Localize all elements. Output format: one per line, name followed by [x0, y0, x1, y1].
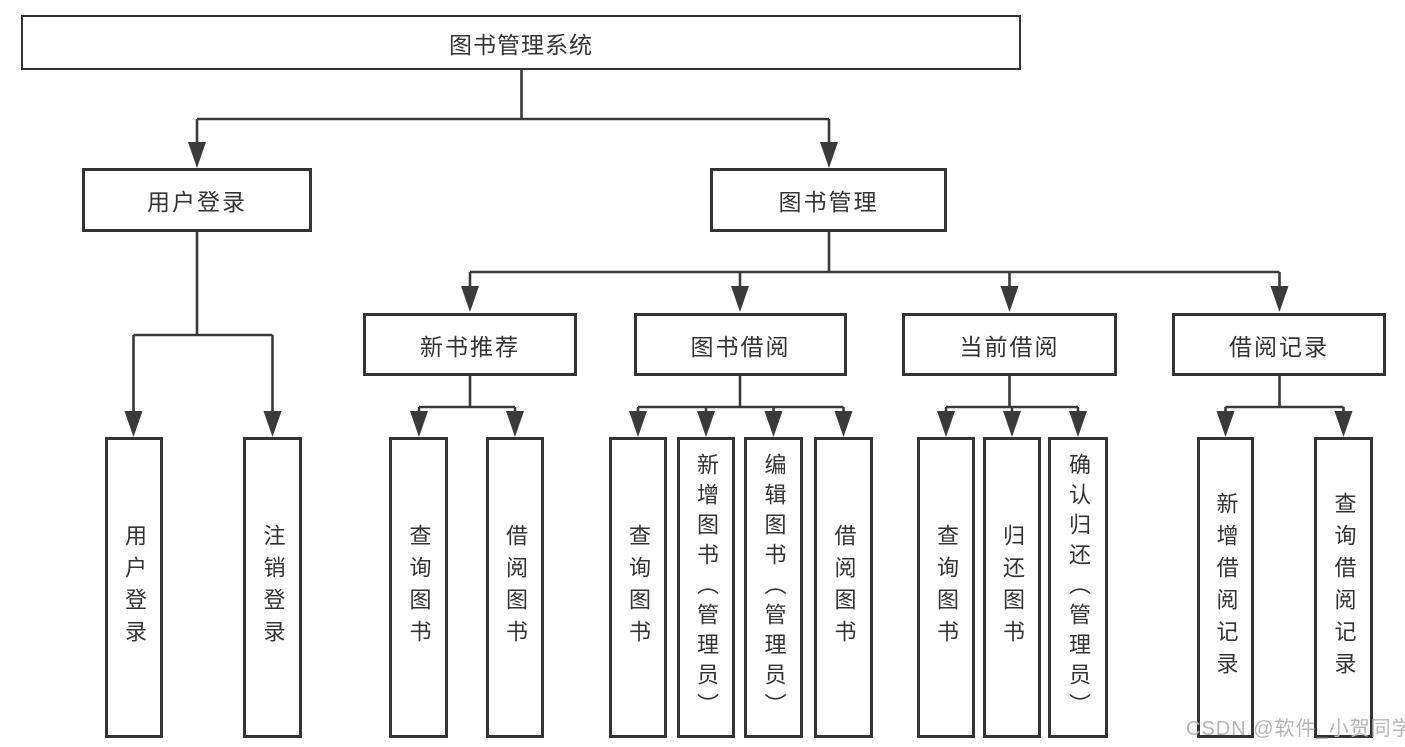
node-current-borrow: 当前借阅	[902, 313, 1117, 376]
arrow-leaf-10	[1216, 411, 1235, 437]
arrow-leaf-5	[764, 411, 783, 437]
arrow-to-borrow-record	[1270, 286, 1289, 312]
arrow-to-user-login	[188, 142, 206, 168]
node-book-management: 图书管理	[710, 168, 947, 232]
arrowheads	[124, 142, 1353, 437]
leaf-edit-book-admin: 编辑图书（管理员）	[744, 437, 803, 738]
arrow-leaf-7	[937, 411, 955, 437]
arrow-to-book-management	[820, 142, 838, 168]
leaf-query-book-current: 查询图书	[917, 437, 975, 738]
leaf-confirm-return-admin: 确认归还（管理员）	[1048, 437, 1108, 738]
leaf-add-book-admin: 新增图书（管理员）	[677, 437, 735, 738]
arrow-to-leaf-user-login	[124, 411, 143, 437]
node-user-login: 用户登录	[82, 168, 312, 232]
arrow-leaf-9	[1069, 411, 1087, 437]
arrow-leaf-11	[1334, 411, 1353, 437]
csdn-watermark: CSDN @软件_小贺同学	[1186, 718, 1405, 740]
arrow-leaf-3	[629, 411, 647, 437]
leaf-query-borrow-record: 查询借阅记录	[1314, 437, 1373, 738]
leaf-return-book: 归还图书	[983, 437, 1041, 738]
arrow-leaf-2	[506, 411, 524, 437]
leaf-borrow-book-recommend: 借阅图书	[486, 437, 544, 738]
leaf-borrow-book: 借阅图书	[814, 437, 873, 738]
arrow-leaf-4	[697, 411, 715, 437]
node-borrow-record: 借阅记录	[1172, 313, 1386, 376]
node-book-borrow: 图书借阅	[634, 313, 847, 376]
node-new-book-recommend: 新书推荐	[363, 313, 577, 376]
leaf-logout-login: 注销登录	[243, 437, 302, 738]
arrow-leaf-1	[410, 411, 428, 437]
arrow-to-book-borrow	[731, 286, 749, 312]
arrow-leaf-6	[834, 411, 853, 437]
arrow-to-current-borrow	[1000, 286, 1019, 312]
arrow-to-new-book-recommend	[461, 286, 479, 312]
node-root-library-system: 图书管理系统	[21, 15, 1021, 70]
leaf-query-book-borrow: 查询图书	[609, 437, 667, 738]
arrow-to-leaf-logout	[263, 411, 282, 437]
leaf-query-book-recommend: 查询图书	[389, 437, 448, 738]
leaf-add-borrow-record: 新增借阅记录	[1197, 437, 1254, 738]
arrow-leaf-8	[1003, 411, 1021, 437]
leaf-user-login: 用户登录	[105, 437, 163, 738]
